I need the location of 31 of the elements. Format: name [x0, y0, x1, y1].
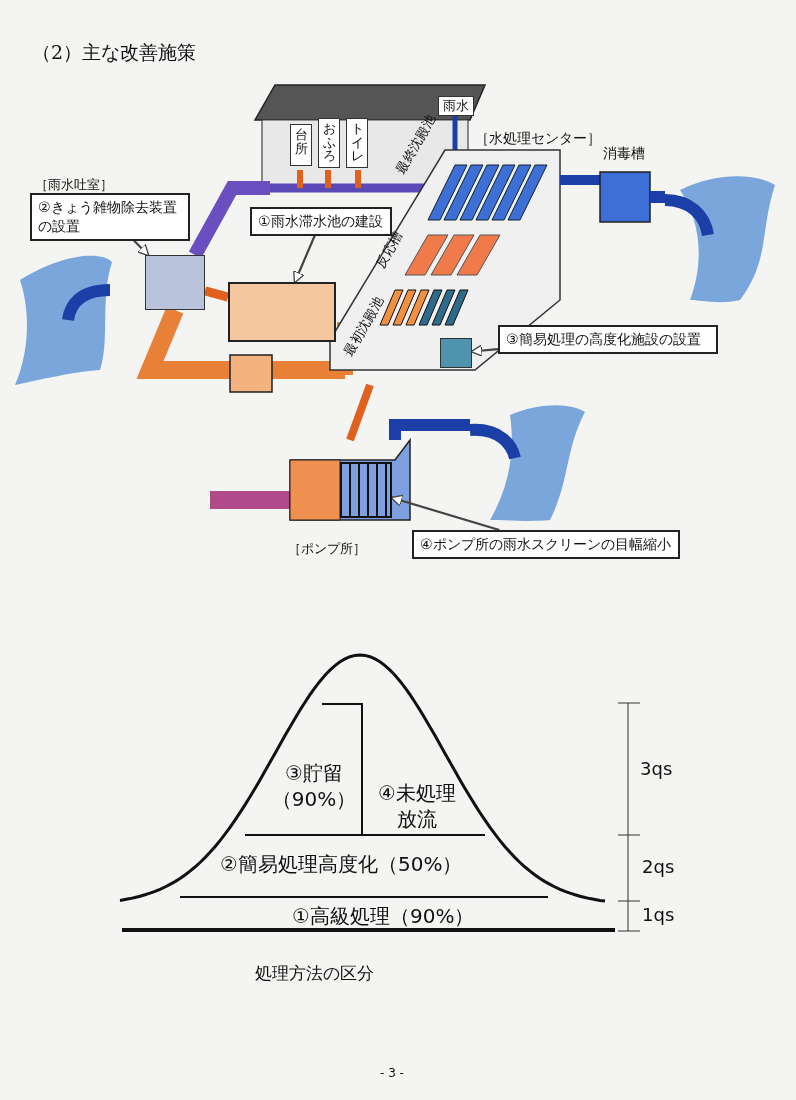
region-label: ②簡易処理高度化（50%）	[220, 851, 463, 878]
name-tag: トイレ	[346, 118, 368, 168]
tank-label: 最終沈殿池	[392, 111, 440, 177]
figure-caption: 処理方法の区分	[255, 962, 374, 985]
facility-label: ［水処理センター］	[475, 130, 601, 148]
region-label: ③貯留（90%）	[270, 760, 358, 812]
part-label: ［雨水吐室］	[35, 176, 113, 194]
section-heading: （2）主な改善施策	[32, 40, 197, 65]
screen-drawing	[340, 462, 392, 518]
name-tag: おふろ	[318, 118, 340, 168]
page-number: - 3 -	[380, 1066, 404, 1080]
dimension-label: 1qs	[642, 904, 675, 925]
part-label: ［ポンプ所］	[288, 540, 366, 558]
callout-box: ②きょう雑物除去装置の設置	[30, 193, 190, 241]
channel-drawing	[440, 338, 472, 368]
region-label: ④未処理放流	[377, 780, 457, 832]
tank-drawing	[228, 282, 336, 342]
region-label: ①高級処理（90%）	[292, 903, 475, 930]
chamber-drawing	[145, 255, 205, 310]
dimension-label: 3qs	[640, 758, 673, 779]
tank-label: 消毒槽	[603, 145, 645, 163]
callout-box: ③簡易処理の高度化施設の設置	[498, 325, 718, 354]
name-tag: 台所	[290, 124, 312, 166]
callout-box: ①雨水滞水池の建設	[250, 207, 392, 236]
tank-label: 最初沈殿池	[340, 293, 388, 359]
callout-box: ④ポンプ所の雨水スクリーンの目幅縮小	[412, 530, 680, 559]
dimension-label: 2qs	[642, 856, 675, 877]
arrow	[131, 238, 150, 257]
arrow	[293, 234, 316, 284]
name-tag: 雨水	[438, 96, 474, 116]
arrow	[470, 344, 499, 357]
